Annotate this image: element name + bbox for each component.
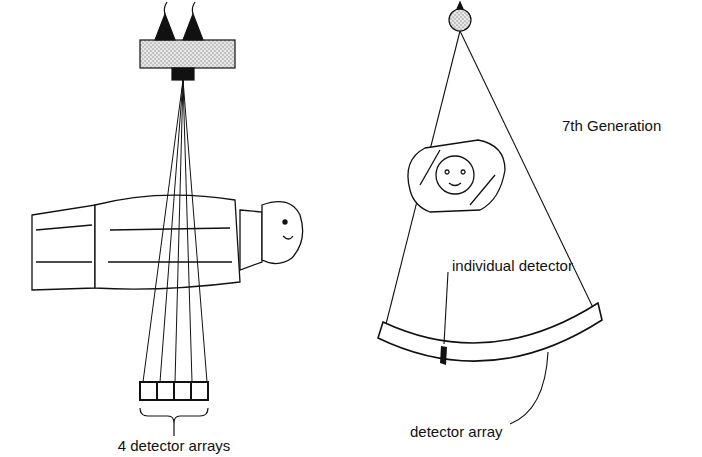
- generation-label: 7th Generation: [562, 118, 661, 135]
- detector-array-arc: [378, 303, 602, 365]
- patient-side-view: [32, 195, 303, 290]
- xray-source: [449, 2, 471, 31]
- xray-tubes: [140, 2, 235, 80]
- fan-beam: [143, 80, 207, 382]
- callout-label: detector array: [410, 424, 503, 441]
- caption-label: 4 detector arrays: [118, 438, 231, 455]
- detector-arrays: [140, 382, 208, 400]
- patient-axial-view: [408, 140, 505, 212]
- fan-beam-right: [383, 31, 598, 336]
- bracket: [140, 408, 208, 436]
- callout-label: individual detector: [452, 258, 573, 275]
- leader-lines: [444, 272, 548, 424]
